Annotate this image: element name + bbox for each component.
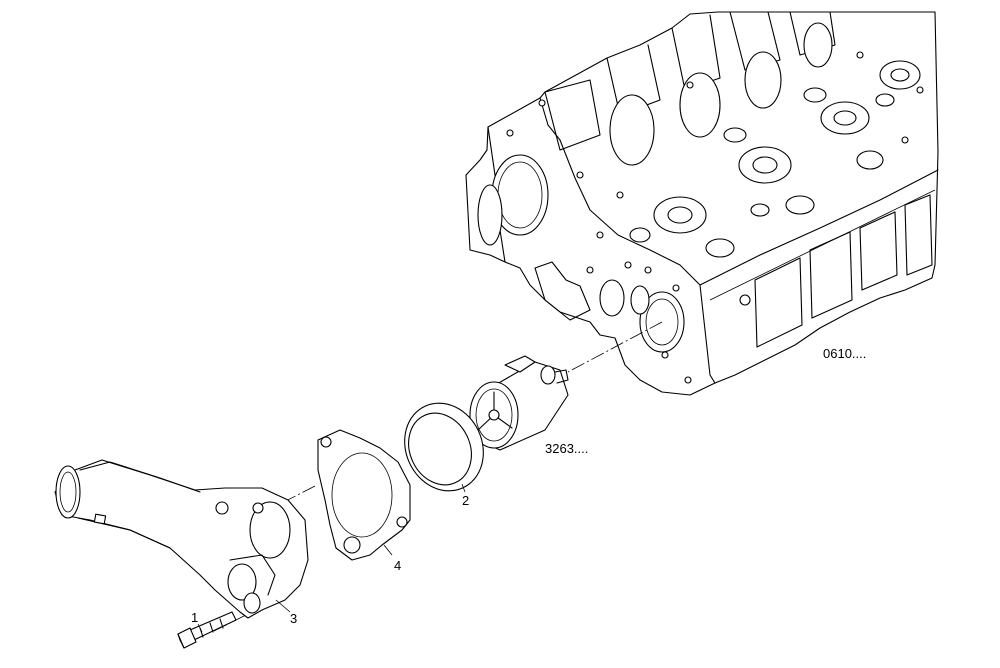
valve-ports (629, 60, 921, 258)
callout-3: 3 (290, 611, 297, 626)
callout-1: 1 (191, 610, 198, 625)
bolt-holes (506, 51, 924, 384)
bolt (177, 611, 237, 649)
thermostat (469, 355, 569, 451)
cylinder-head (465, 11, 939, 396)
callout-2: 2 (462, 493, 469, 508)
gasket (317, 429, 411, 561)
callout-cylinder-head-ref: 0610.... (823, 346, 866, 361)
seal-ring (404, 402, 484, 492)
thermostat-housing (54, 459, 309, 619)
callout-4: 4 (394, 558, 401, 573)
callout-thermostat-ref: 3263.... (545, 441, 588, 456)
leader-lines (197, 483, 466, 633)
